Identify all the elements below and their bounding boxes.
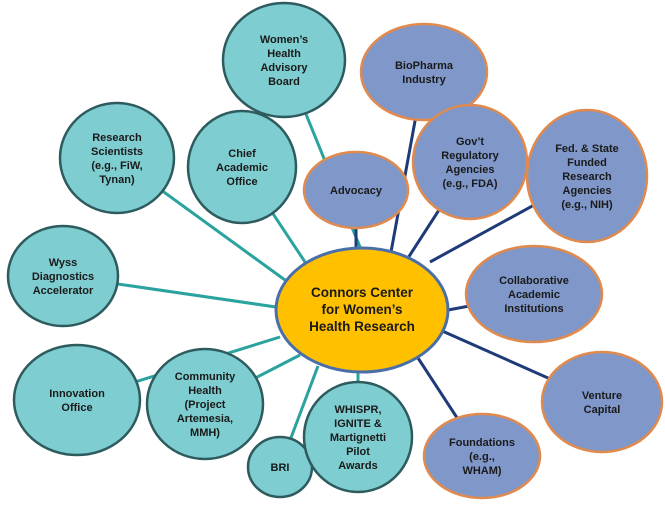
node-label-line: Gov’t <box>456 136 484 148</box>
node-bubble <box>411 103 529 221</box>
node-bubble <box>525 108 649 244</box>
node-label-line: Artemesia, <box>177 413 233 425</box>
node-label-line: Office <box>61 402 92 414</box>
node-label-line: (Project <box>185 399 226 411</box>
node-label-line: BRI <box>271 462 290 474</box>
node-label-line: Capital <box>584 404 621 416</box>
node-bubbles: Women’sHealthAdvisoryBoardChiefAcademicO… <box>6 1 664 500</box>
node-label-line: (e.g., NIH) <box>561 199 613 211</box>
node-label-line: Research <box>562 171 612 183</box>
node-label-line: Office <box>226 176 257 188</box>
node-label-line: (e.g., FiW, <box>91 160 142 172</box>
node-label-line: Research <box>92 132 142 144</box>
node-label-line: Regulatory <box>441 150 499 162</box>
node-label-line: (e.g., <box>469 451 495 463</box>
node-label-line: Agencies <box>563 185 612 197</box>
node-label-line: Accelerator <box>33 285 94 297</box>
node-label-line: Academic <box>508 289 560 301</box>
node-bri: BRI <box>246 435 314 499</box>
node-label-line: Community <box>175 371 236 383</box>
node-label-line: WHISPR, <box>334 404 381 416</box>
node-bubble <box>302 380 414 494</box>
node-label-line: Martignetti <box>330 432 386 444</box>
node-foundations: Foundations (e.g., WHAM) <box>422 412 542 500</box>
node-label-line: Advocacy <box>330 185 383 197</box>
node-label-line: Pilot <box>346 446 370 458</box>
node-bubble <box>464 244 604 344</box>
node-bubble <box>540 350 664 454</box>
node-bubble <box>6 224 120 328</box>
node-label-line: Wyss <box>49 257 78 269</box>
node-label-line: BioPharma <box>395 60 454 72</box>
node-label-line: Collaborative <box>499 275 569 287</box>
node-label-line: Academic <box>216 162 268 174</box>
node-label-line: Chief <box>228 148 256 160</box>
center-bubble <box>274 246 450 374</box>
node-label-line: (e.g., FDA) <box>443 178 498 190</box>
node-bubble <box>302 150 410 230</box>
node-label-line: IGNITE & <box>334 418 382 430</box>
node-label-line: Awards <box>338 460 378 472</box>
node-bubble <box>145 347 265 461</box>
node-bubble <box>12 343 142 457</box>
node-label-line: Foundations <box>449 437 515 449</box>
node-bubble <box>359 22 489 122</box>
node-label-line: Industry <box>402 74 446 86</box>
center-label-line: Connors Center <box>311 285 414 300</box>
node-label-line: Scientists <box>91 146 143 158</box>
node-bubble <box>221 1 347 119</box>
node-label-line: Agencies <box>446 164 495 176</box>
node-label-line: WHAM) <box>462 465 501 477</box>
node-label-line: Board <box>268 76 300 88</box>
node-label-line: Diagnostics <box>32 271 94 283</box>
node-bubble <box>58 101 176 215</box>
center-label-line: Health Research <box>309 319 415 334</box>
node-label-line: Advisory <box>260 62 308 74</box>
node-label-line: Innovation <box>49 388 105 400</box>
center-label-line: for Women’s <box>321 302 402 317</box>
node-label-line: MMH) <box>190 427 220 439</box>
node-label-line: Funded <box>567 157 607 169</box>
node-label-line: Institutions <box>504 303 563 315</box>
node-advocacy: Advocacy <box>302 150 410 230</box>
node-label-line: Health <box>188 385 222 397</box>
node-label-line: Women’s <box>260 34 308 46</box>
node-bubble <box>186 109 298 225</box>
node-label-line: Fed. & State <box>555 143 619 155</box>
node-label-line: Tynan) <box>99 174 135 186</box>
node-label-line: Venture <box>582 390 622 402</box>
node-label-line: Health <box>267 48 301 60</box>
node-bubble <box>422 412 542 500</box>
